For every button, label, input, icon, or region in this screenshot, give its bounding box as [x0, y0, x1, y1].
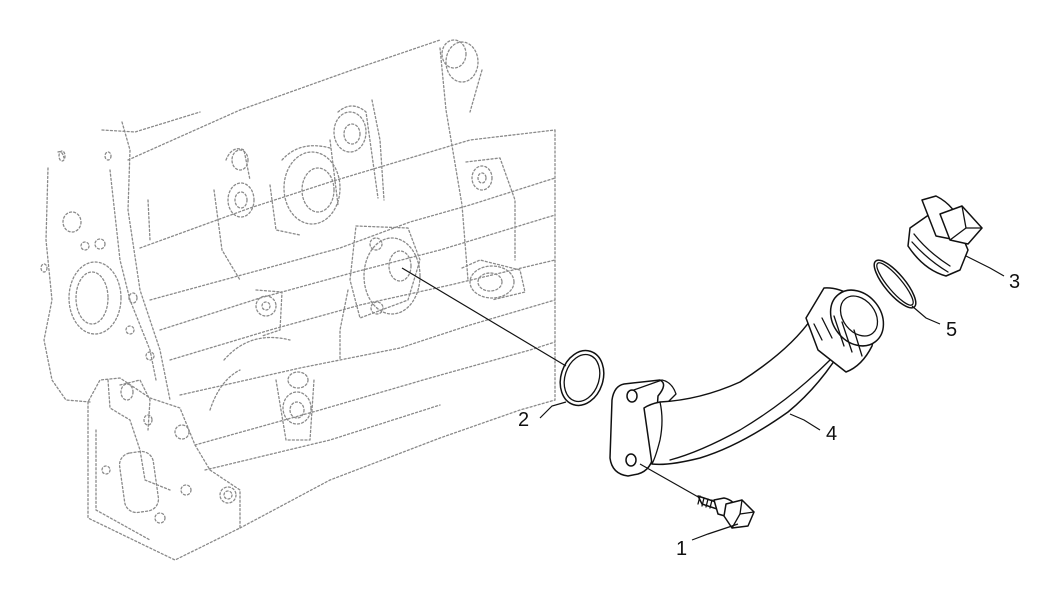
callout-2: 2	[518, 409, 529, 431]
leader-2-label	[539, 401, 567, 419]
leader-5-label	[911, 305, 941, 325]
bolt-part-1	[697, 495, 755, 529]
filler-cap-part-3	[907, 195, 983, 277]
leader-1-label	[691, 523, 739, 541]
leader-3-label	[965, 255, 1005, 277]
o-ring-part-5	[873, 259, 917, 309]
leader-2-oring-to-block	[401, 267, 567, 367]
callout-3: 3	[1009, 271, 1020, 293]
callout-5: 5	[946, 319, 957, 341]
leader-lines	[401, 255, 1005, 541]
callout-4: 4	[826, 423, 837, 445]
engine-block-ghost	[40, 39, 556, 561]
leader-4-label	[789, 413, 821, 431]
leader-1-bolt-to-flange	[639, 463, 701, 499]
o-ring-part-2	[559, 349, 605, 407]
callout-1: 1	[676, 538, 687, 560]
oil-filler-pipe-part-4	[609, 287, 885, 477]
callout-labels: 1 2 3 4 5	[518, 271, 1020, 560]
